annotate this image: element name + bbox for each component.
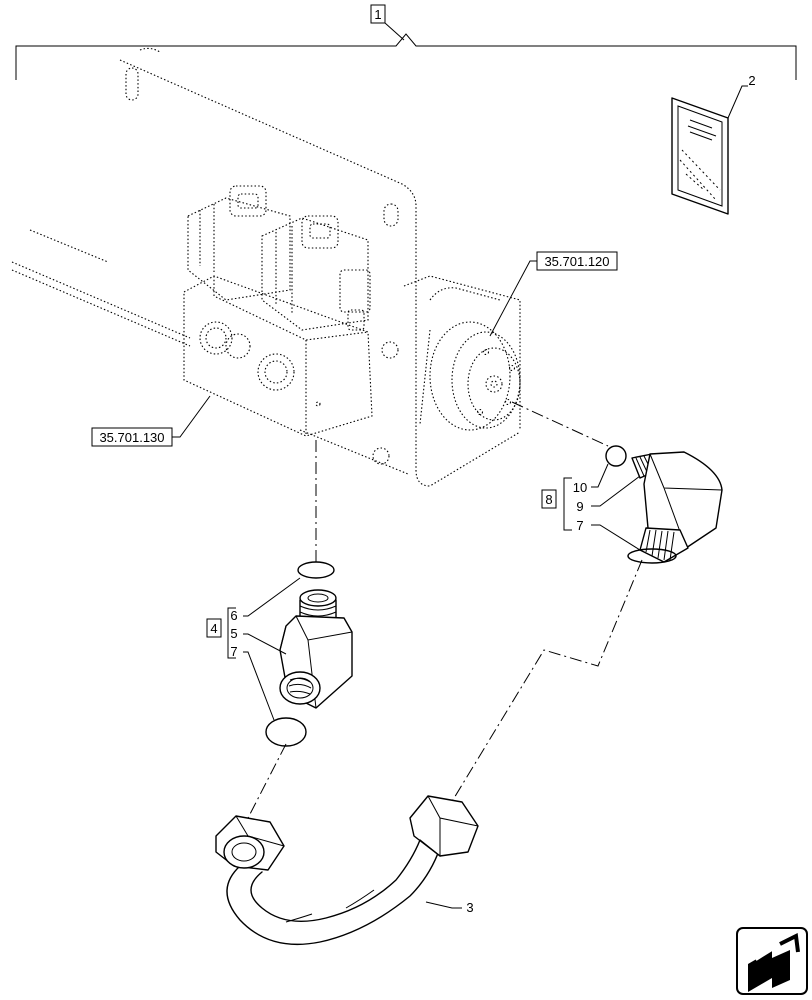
callout-3[interactable]: 3: [466, 900, 473, 915]
callout-9[interactable]: 9: [576, 499, 583, 514]
hydraulic-pipe: 3: [215, 795, 479, 946]
assembly-bracket: 1: [15, 4, 797, 80]
fitting-kit-8: 8 10 9 7: [541, 445, 723, 564]
oring-10: [605, 445, 627, 467]
centerline-pipe: [447, 559, 643, 809]
navigate-arrow-icon[interactable]: [736, 927, 808, 995]
callout-6[interactable]: 6: [230, 608, 237, 623]
centerline-lower: [247, 743, 287, 819]
callout-2[interactable]: 2: [748, 73, 755, 88]
service-manual: 2: [671, 73, 756, 215]
callout-7b[interactable]: 7: [576, 518, 583, 533]
callout-4[interactable]: 4: [210, 621, 217, 636]
seal-7a: [265, 717, 307, 747]
reference-valve[interactable]: 35.701.130: [91, 395, 211, 447]
pump-unit: [419, 287, 521, 431]
fitting-kit-4: 4 6 5 7: [206, 561, 353, 747]
ref-35-701-130[interactable]: 35.701.130: [99, 430, 164, 445]
mounting-plate: [11, 47, 521, 487]
valve-block: [183, 185, 373, 437]
callout-7a[interactable]: 7: [230, 644, 237, 659]
callout-1[interactable]: 1: [374, 7, 381, 22]
callout-8[interactable]: 8: [545, 492, 552, 507]
callout-10[interactable]: 10: [573, 480, 587, 495]
reference-pump[interactable]: 35.701.120: [489, 251, 618, 337]
seal-7b: [627, 548, 677, 564]
centerline-pump: [511, 401, 609, 447]
callout-5[interactable]: 5: [230, 626, 237, 641]
ref-35-701-120[interactable]: 35.701.120: [544, 254, 609, 269]
oring-6: [297, 561, 335, 579]
